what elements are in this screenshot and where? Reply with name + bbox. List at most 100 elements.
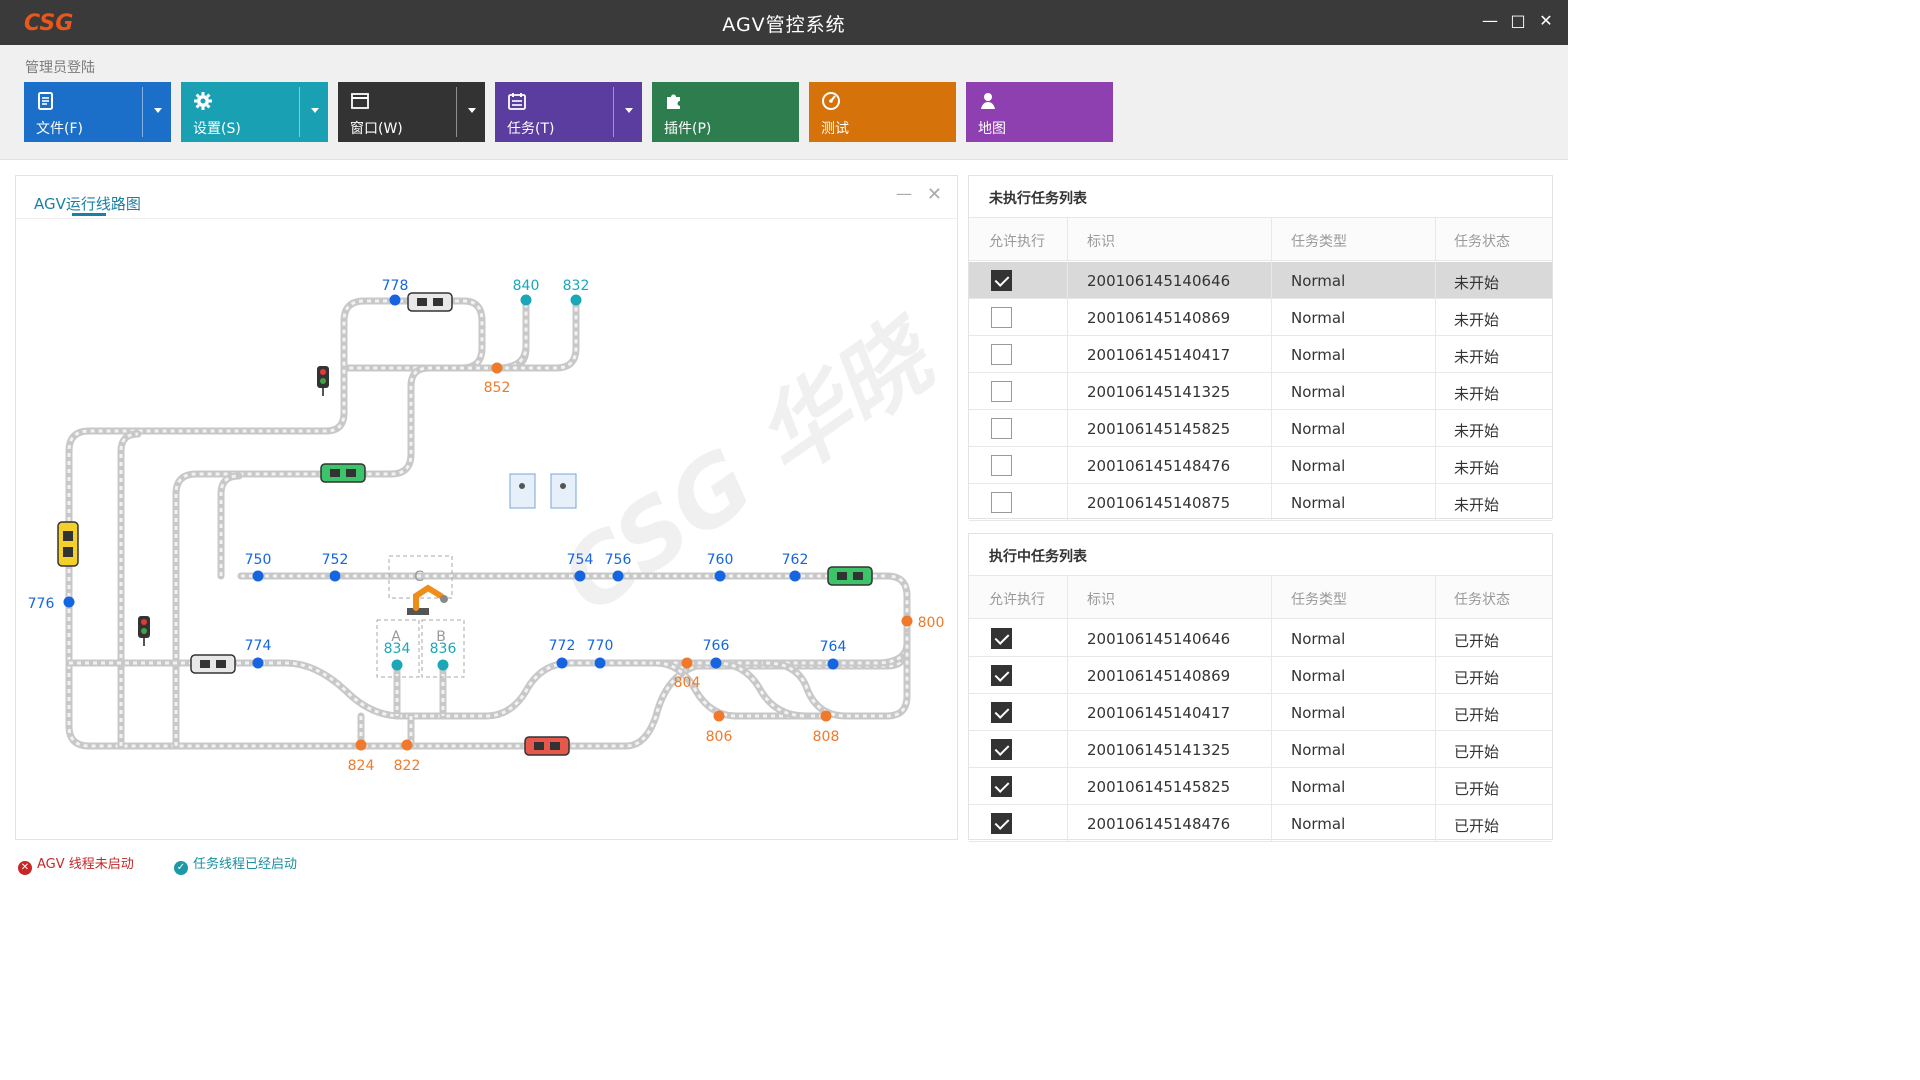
column-header[interactable]: 标识 [1087, 592, 1115, 608]
route-node-label: 836 [430, 641, 457, 657]
agv-window [63, 531, 73, 541]
station-c-box[interactable] [388, 555, 453, 599]
close-button[interactable]: ✕ [1539, 11, 1553, 30]
chevron-down-icon[interactable] [625, 108, 633, 113]
maximize-button[interactable]: □ [1510, 11, 1526, 30]
track-centerline [219, 474, 240, 576]
station-a-box[interactable] [376, 619, 420, 678]
agv-green-right[interactable] [827, 566, 873, 586]
route-node-774[interactable] [252, 657, 264, 669]
route-node-836[interactable] [437, 659, 449, 671]
track-centerline [715, 661, 807, 718]
toolbar-button-label: 任务(T) [507, 121, 555, 137]
column-header[interactable]: 任务状态 [1454, 234, 1510, 250]
task-status-cell: 未开始 [1454, 459, 1500, 477]
route-node-750[interactable] [252, 570, 264, 582]
track-path [217, 472, 243, 580]
route-node-808[interactable] [820, 710, 832, 722]
route-node-754[interactable] [574, 570, 586, 582]
column-header[interactable]: 标识 [1087, 234, 1115, 250]
route-node-806[interactable] [713, 710, 725, 722]
route-node-832[interactable] [570, 294, 582, 306]
agv-gray-bottom[interactable] [190, 654, 236, 674]
agv-gray-top[interactable] [407, 292, 453, 312]
route-node-824[interactable] [355, 739, 367, 751]
traffic-light-icon[interactable] [138, 616, 150, 638]
toolbar-button-gear[interactable]: 设置(S) [181, 82, 328, 142]
route-node-804[interactable] [681, 657, 693, 669]
route-node-834[interactable] [391, 659, 403, 671]
allow-checkbox[interactable] [991, 455, 1012, 476]
traffic-light-red [141, 619, 147, 625]
allow-checkbox[interactable] [991, 739, 1012, 760]
route-node-772[interactable] [556, 657, 568, 669]
charger-indicator [560, 483, 566, 489]
allow-checkbox[interactable] [991, 776, 1012, 797]
allow-checkbox[interactable] [991, 270, 1012, 291]
agv-window [330, 469, 340, 477]
chevron-down-icon[interactable] [311, 108, 319, 113]
allow-checkbox[interactable] [991, 381, 1012, 402]
toolbar-button-calendar[interactable]: 任务(T) [495, 82, 642, 142]
chevron-down-icon[interactable] [468, 108, 476, 113]
toolbar-button-puzzle[interactable]: 插件(P) [652, 82, 799, 142]
map-minimize-button[interactable]: — [896, 184, 912, 203]
charger-icon[interactable] [509, 473, 536, 509]
agv-green-left[interactable] [320, 463, 366, 483]
route-node-800[interactable] [901, 615, 913, 627]
chevron-down-icon[interactable] [154, 108, 162, 113]
agv-red[interactable] [524, 736, 570, 756]
column-header[interactable]: 任务类型 [1291, 592, 1347, 608]
agv-yellow[interactable] [57, 521, 79, 567]
allow-checkbox[interactable] [991, 418, 1012, 439]
allow-checkbox[interactable] [991, 492, 1012, 513]
map-close-button[interactable]: ✕ [926, 184, 942, 205]
route-node-770[interactable] [594, 657, 606, 669]
allow-checkbox[interactable] [991, 307, 1012, 328]
charger-icon[interactable] [550, 473, 577, 509]
station-b-box[interactable] [421, 619, 465, 678]
column-header[interactable]: 允许执行 [989, 234, 1045, 250]
route-node-766[interactable] [710, 657, 722, 669]
route-node-756[interactable] [612, 570, 624, 582]
route-node-760[interactable] [714, 570, 726, 582]
route-node-776[interactable] [63, 596, 75, 608]
allow-checkbox[interactable] [991, 628, 1012, 649]
toolbar-button-file[interactable]: 文件(F) [24, 82, 171, 142]
toolbar-button-window[interactable]: 窗口(W) [338, 82, 485, 142]
column-header[interactable]: 任务状态 [1454, 592, 1510, 608]
allow-checkbox[interactable] [991, 702, 1012, 723]
allow-checkbox[interactable] [991, 344, 1012, 365]
route-node-label: 770 [587, 638, 614, 654]
route-node-764[interactable] [827, 658, 839, 670]
login-label[interactable]: 管理员登陆 [25, 60, 95, 76]
toolbar-button-map-user[interactable]: 地图 [966, 82, 1113, 142]
route-node-840[interactable] [520, 294, 532, 306]
traffic-light-icon[interactable] [317, 366, 329, 388]
minimize-button[interactable]: — [1482, 11, 1498, 30]
route-node-762[interactable] [789, 570, 801, 582]
toolbar-button-gauge[interactable]: 测试 [809, 82, 956, 142]
route-node-822[interactable] [401, 739, 413, 751]
column-header[interactable]: 任务类型 [1291, 234, 1347, 250]
route-node-852[interactable] [491, 362, 503, 374]
route-node-778[interactable] [389, 294, 401, 306]
column-header[interactable]: 允许执行 [989, 592, 1045, 608]
allow-checkbox[interactable] [991, 813, 1012, 834]
allow-checkbox[interactable] [991, 665, 1012, 686]
route-node-752[interactable] [329, 570, 341, 582]
